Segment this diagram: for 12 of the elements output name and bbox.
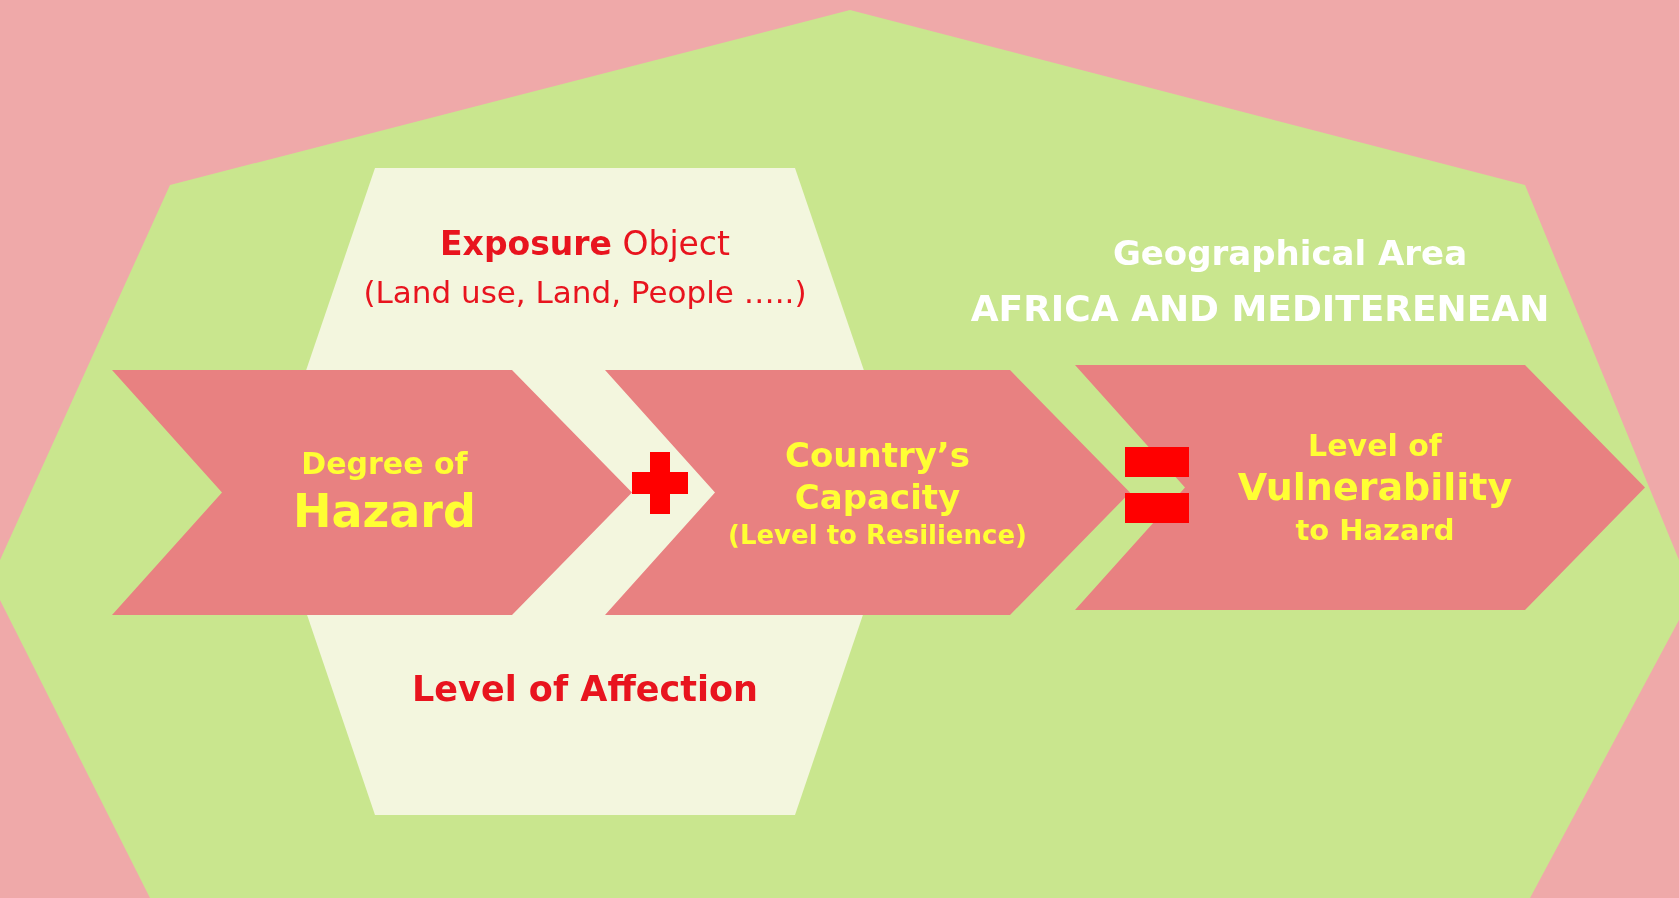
label-text: Level of Affection bbox=[411, 668, 759, 711]
label-text: Level of bbox=[1307, 426, 1443, 465]
label-text: Country’s Capacity bbox=[783, 433, 972, 519]
label-text: (Level to Resilience) bbox=[727, 518, 1028, 552]
label-text: (Land use, Land, People …..) bbox=[362, 273, 808, 312]
label-text: AFRICA AND MEDITERENEAN bbox=[969, 287, 1551, 331]
label-text: Vulnerability bbox=[1236, 464, 1514, 512]
label-text: Exposure Object bbox=[439, 223, 731, 265]
label-text: Geographical Area bbox=[1111, 232, 1469, 275]
label-text: to Hazard bbox=[1294, 511, 1456, 549]
label-text: Degree of bbox=[300, 445, 469, 483]
label-text: Hazard bbox=[292, 482, 477, 540]
